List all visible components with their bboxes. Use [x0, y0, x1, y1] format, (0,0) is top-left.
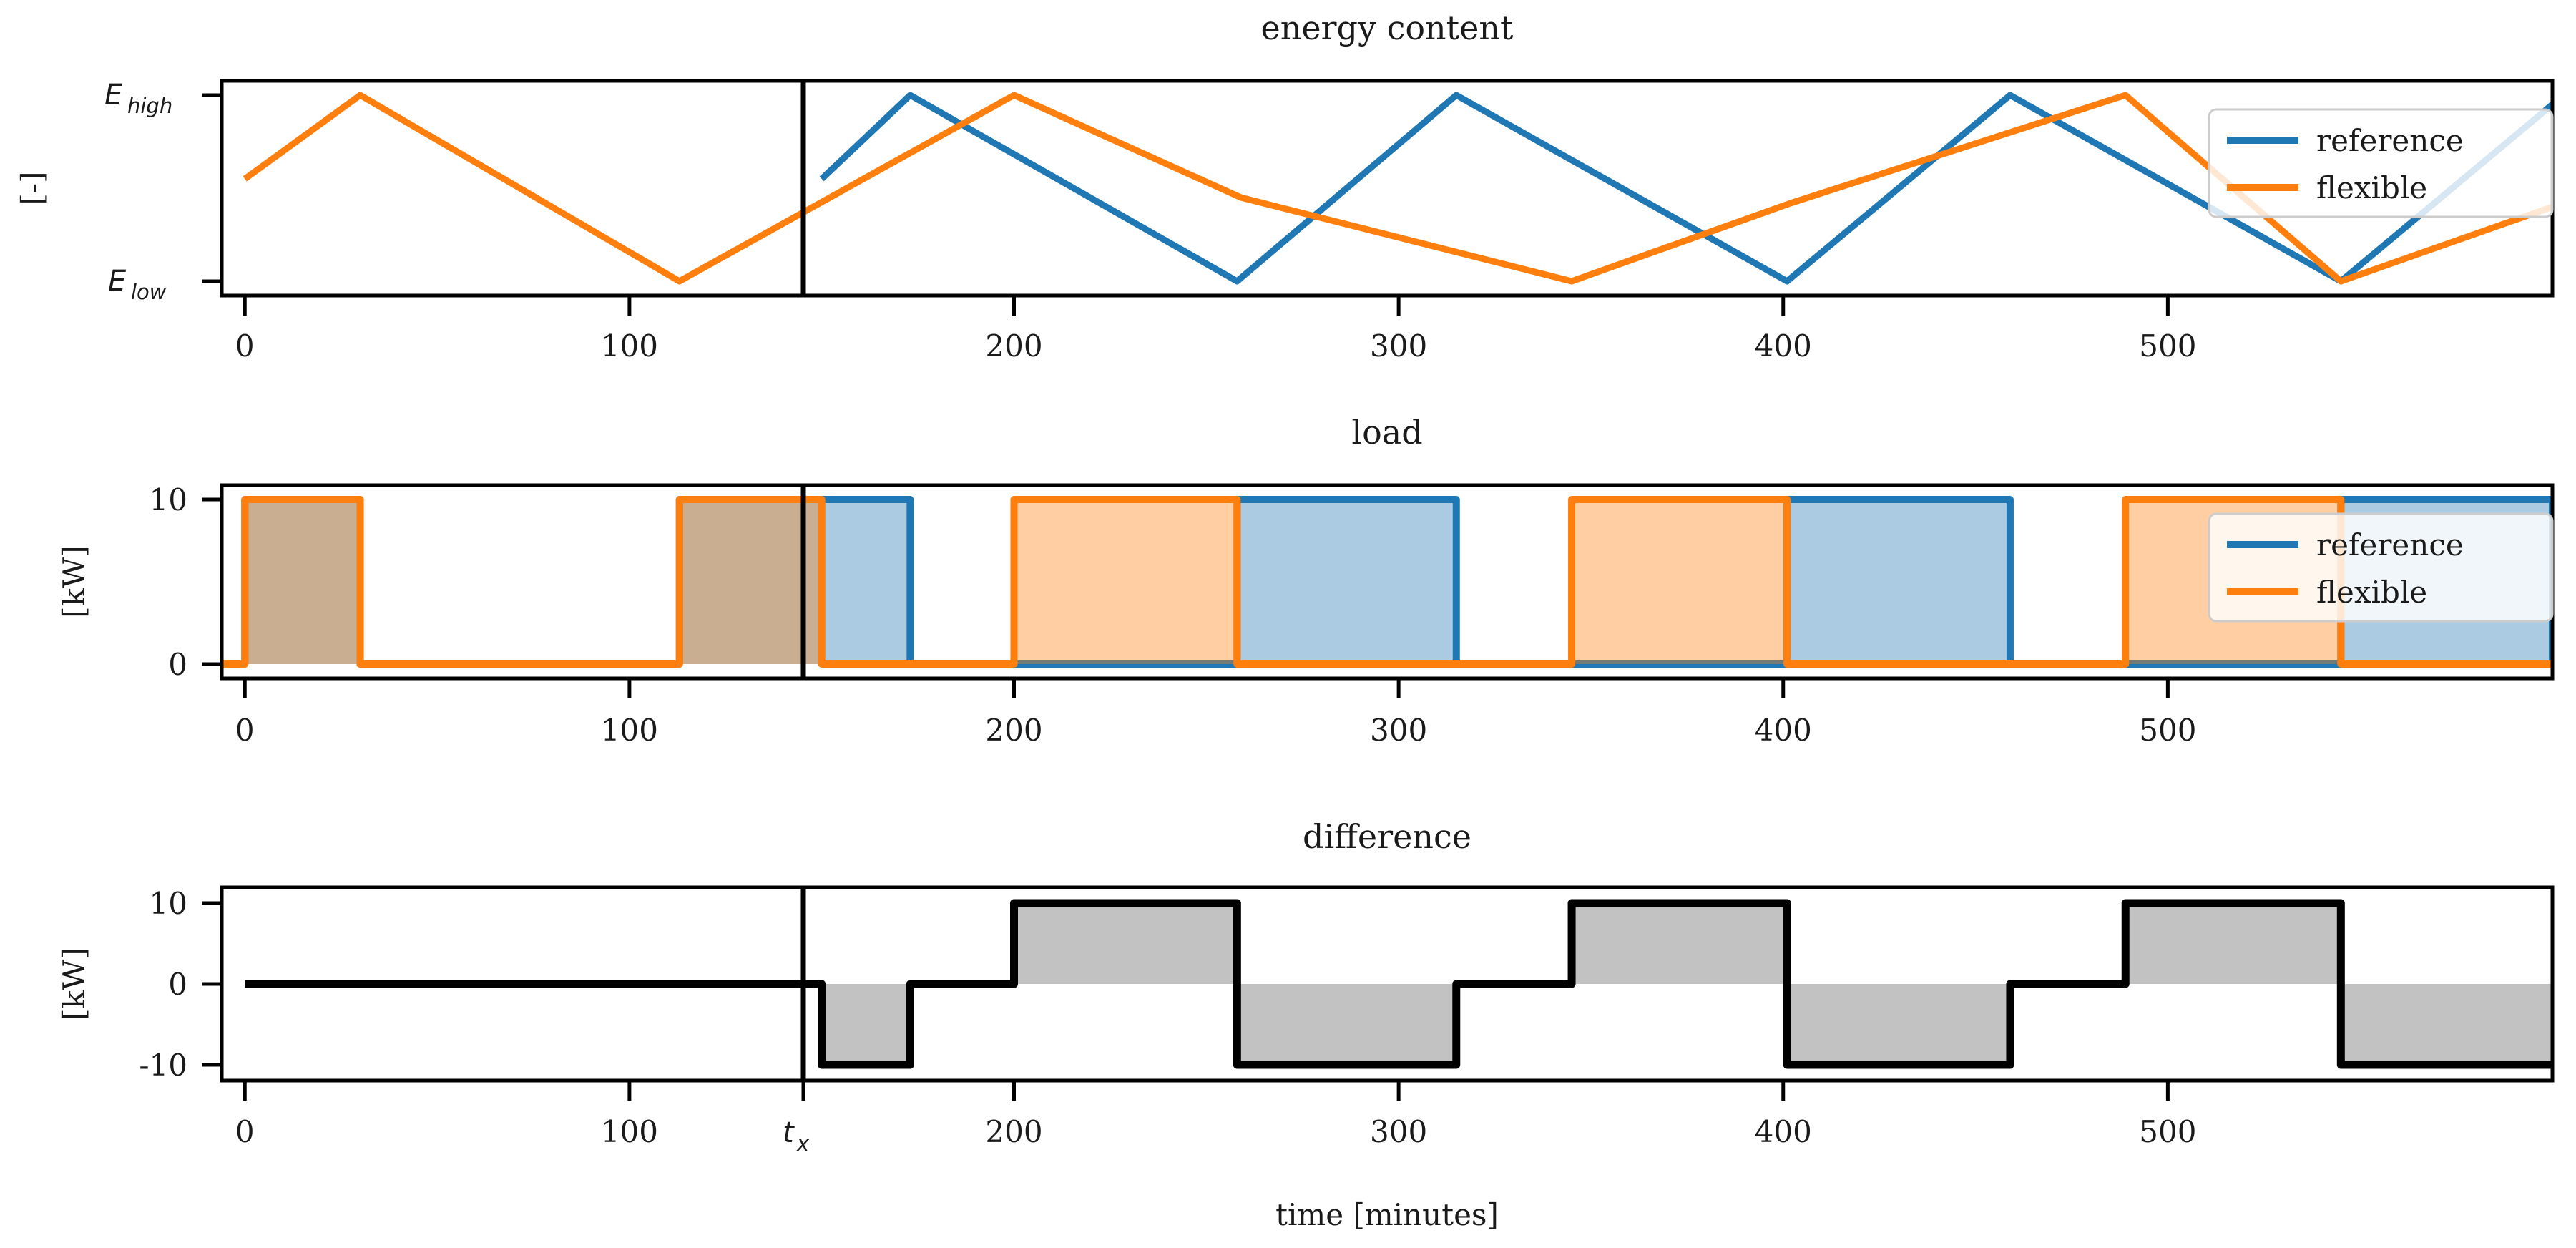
panel3-ytick-label-neg10: -10: [139, 1048, 187, 1083]
difference-curves: [245, 899, 2552, 1069]
panel2-ytick-label-0: 0: [168, 647, 187, 682]
panel1-ytick-low-label: E: [108, 265, 127, 298]
xtick-label-200: 200: [985, 713, 1042, 748]
xtick-label-300: 300: [1370, 1114, 1427, 1149]
panel-difference: difference 10 0 -10 [kW] 0 100 200 300 400 50…: [57, 817, 2555, 1232]
difference-line: [245, 899, 2552, 1069]
panel1-xticks: 0 100 200 300 400 500: [235, 296, 2196, 364]
panel3-ylabel: [kW]: [57, 947, 92, 1020]
panel1-ytick-high-sublabel: high: [127, 94, 172, 118]
tx-tick-label-sub: x: [796, 1131, 810, 1156]
panel2-ylabel: [kW]: [57, 545, 92, 618]
xtick-label-100: 100: [601, 328, 658, 364]
panel3-xticks: 0 100 200 300 400 500: [235, 1081, 2196, 1149]
legend-panel1[interactable]: reference flexible: [2208, 108, 2554, 218]
xtick-label-100: 100: [601, 1114, 658, 1149]
tx-tick-label-base: t: [783, 1116, 795, 1149]
panel1-ylabel: [-]: [15, 172, 50, 205]
xtick-label-500: 500: [2139, 328, 2196, 364]
xtick-label-300: 300: [1370, 328, 1427, 364]
xtick-label-200: 200: [985, 328, 1042, 364]
xtick-label-400: 400: [1755, 713, 1812, 748]
difference-fill: [245, 903, 2552, 1065]
panel-title-load: load: [1351, 413, 1422, 452]
legend-panel1-label-reference: reference: [2316, 123, 2464, 158]
xtick-label-0: 0: [235, 328, 255, 364]
xtick-label-0: 0: [235, 1114, 255, 1149]
load-line-flexible: [222, 496, 2552, 668]
panel-title-energy-content: energy content: [1260, 9, 1514, 47]
panel-energy-content: energy content E high E low [-] 0 100 200 3…: [15, 9, 2555, 364]
legend-panel2-label-reference: reference: [2316, 527, 2464, 562]
panel2-xticks: 0 100 200 300 400 500: [235, 678, 2196, 748]
legend-panel2-label-flexible: flexible: [2316, 575, 2427, 610]
xtick-label-500: 500: [2139, 1114, 2196, 1149]
xtick-label-0: 0: [235, 713, 255, 748]
panel-load: load 10 0 [kW] 0 100 200 300 400 500 referenc…: [57, 413, 2555, 748]
panel3-ytick-label-0: 0: [168, 967, 187, 1002]
panel2-ytick-label-10: 10: [150, 482, 187, 517]
panel1-ytick-high-label: E: [104, 79, 123, 112]
panel1-ytick-low-sublabel: low: [131, 280, 167, 304]
xtick-label-500: 500: [2139, 713, 2196, 748]
panel-title-difference: difference: [1303, 817, 1471, 856]
xtick-label-200: 200: [985, 1114, 1042, 1149]
xtick-label-300: 300: [1370, 713, 1427, 748]
xtick-label-100: 100: [601, 713, 658, 748]
figure-xlabel: time [minutes]: [1275, 1197, 1499, 1232]
legend-panel1-label-flexible: flexible: [2316, 170, 2427, 205]
xtick-label-400: 400: [1755, 328, 1812, 364]
xtick-label-400: 400: [1755, 1114, 1812, 1149]
panel3-ytick-label-10: 10: [150, 886, 187, 921]
legend-panel2[interactable]: reference flexible: [2208, 512, 2554, 623]
